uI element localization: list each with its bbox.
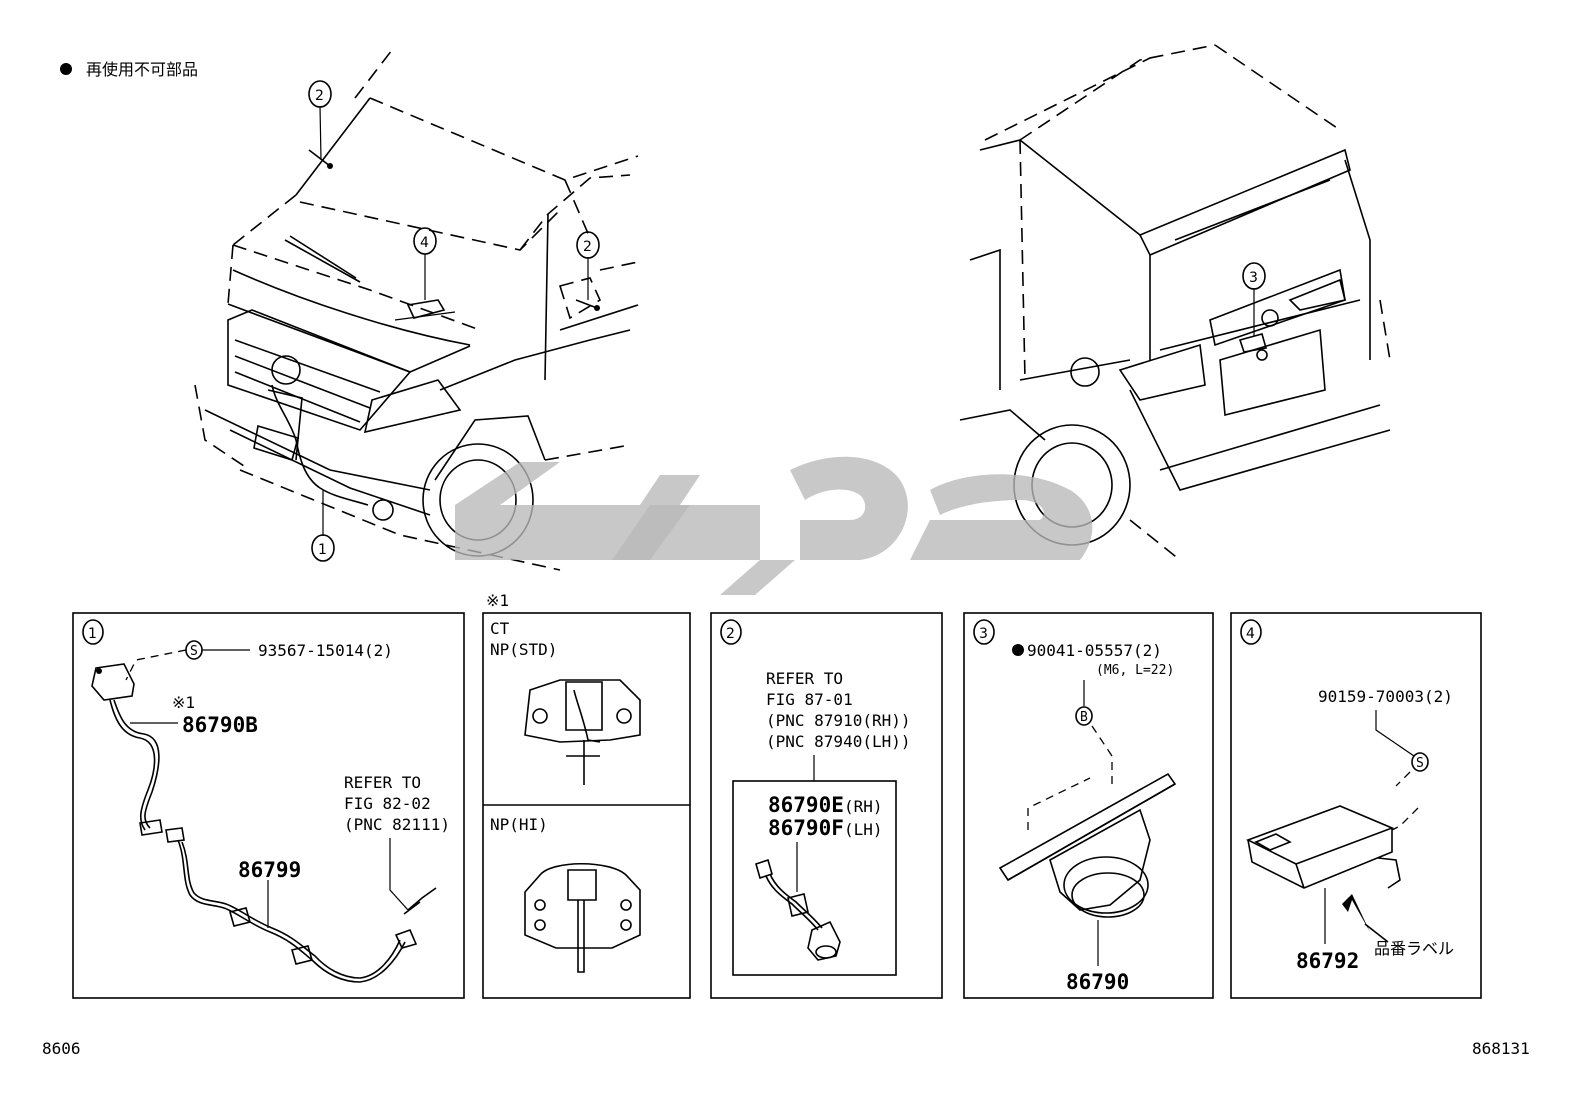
ref-np-hi-label: NP(HI) [490,815,548,834]
ref-np-std-label: NP(STD) [490,640,557,659]
legend-text: 再使用不可部品 [86,60,198,79]
refer-82-line3: (PNC 82111) [344,815,450,834]
refer-87-line3: (PNC 87910(RH)) [766,711,911,730]
part-86790f: 86790F [768,816,844,840]
panel-2: 2 REFER TO FIG 87-01 (PNC 87910(RH)) (PN… [710,612,943,999]
watermark-logo [455,456,1093,595]
panel-reference: ※1 CT NP(STD) NP(HI) [482,591,691,999]
panel-3: 3 90041-05557(2) (M6, L=22) B 86790 [963,612,1214,999]
part-86790e: 86790E [768,793,844,817]
callout-2-front-left: 2 [315,88,324,104]
panel-2-badge: 2 [726,626,735,642]
panel-4-badge: 4 [1246,626,1255,642]
non-reusable-dot-icon [60,63,72,75]
part-86790e-side: (RH) [844,797,883,816]
panel-1-badge: 1 [88,626,97,642]
screw-part-number: 93567-15014(2) [258,641,393,660]
refer-82-line1: REFER TO [344,773,421,792]
bolt-spec: (M6, L=22) [1096,663,1174,678]
screw-part-number-4: 90159-70003(2) [1318,687,1453,706]
note-mark-1: ※1 [172,693,195,712]
non-reusable-dot-icon [1012,644,1024,656]
front-callouts: 2 4 2 1 [308,80,600,562]
bolt-part-number: 90041-05557(2) [1027,641,1162,660]
rear-vehicle-illustration [959,44,1391,561]
callout-3-rear: 3 [1249,270,1258,286]
refer-82-line2: FIG 82-02 [344,794,431,813]
callout-2-front-right: 2 [583,239,592,255]
ref-panel-header: ※1 [486,591,509,610]
refer-87-line1: REFER TO [766,669,843,688]
callout-1-front: 1 [318,542,327,558]
front-vehicle-illustration [194,49,639,571]
part-86799: 86799 [238,858,301,882]
panel-3-badge: 3 [979,626,988,642]
refer-87-line4: (PNC 87940(LH)) [766,732,911,751]
part-86790f-side: (LH) [844,820,883,839]
page-code-right: 868131 [1472,1039,1530,1058]
refer-87-line2: FIG 87-01 [766,690,853,709]
part-86790b: 86790B [182,713,258,737]
bolt-b-symbol: B [1080,710,1088,725]
rear-callouts: 3 [1242,262,1266,336]
callout-4-front: 4 [420,235,429,251]
ref-ct-label: CT [490,619,510,638]
screw-s-symbol: S [190,644,198,659]
legend: 再使用不可部品 [60,60,198,79]
screw-s-symbol-4: S [1416,756,1424,771]
part-number-label-note: 品番ラベル [1374,939,1454,958]
part-86792: 86792 [1296,949,1359,973]
panel-4: 4 90159-70003(2) S 86792 品番ラベル [1230,612,1482,999]
panel-1: 1 S 93567-15014(2) ※1 86790B 86799 REFER… [72,612,465,999]
part-86790: 86790 [1066,970,1129,994]
page-code-left: 8606 [42,1039,81,1058]
